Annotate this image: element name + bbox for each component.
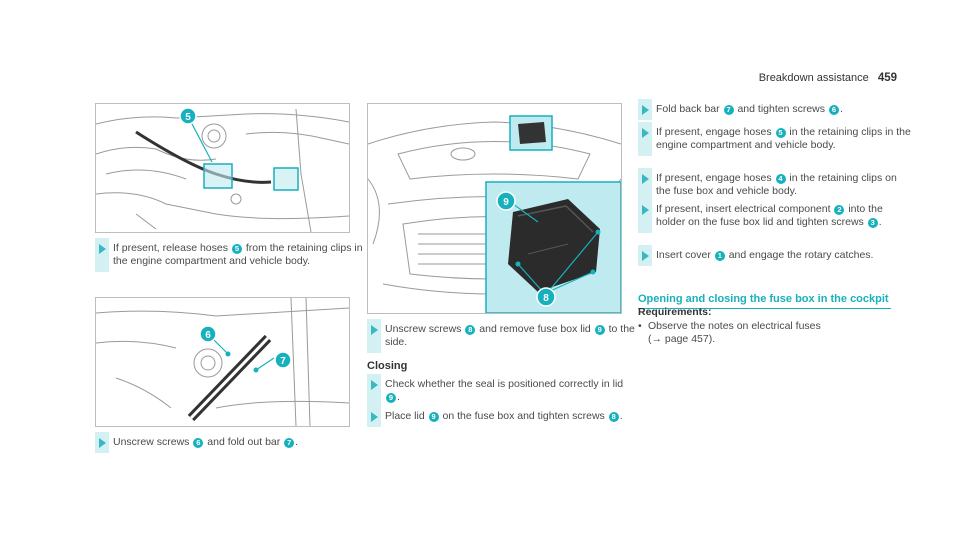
step-arrow-icon (642, 105, 649, 115)
callout-9-label: 9 (503, 197, 509, 208)
callout-badge: 4 (775, 174, 786, 184)
step-text: Unscrew screws (113, 436, 193, 448)
figure-bar: 6 7 (95, 297, 350, 427)
requirement-item: Observe the notes on electrical fuses (→… (638, 320, 821, 346)
step-place-lid: Place lid 9 on the fuse box and tighten … (367, 406, 638, 427)
step-arrow-icon (642, 174, 649, 184)
step-arrow-icon (642, 251, 649, 261)
step-insert-cover: Insert cover 1 and engage the rotary cat… (638, 245, 911, 266)
callout-8-icon (536, 287, 556, 307)
step-arrow-icon (99, 438, 106, 448)
step-insert-component: If present, insert electrical component … (638, 199, 911, 233)
step-arrow-icon (99, 244, 106, 254)
callout-5-icon (179, 107, 197, 125)
page-ref-link[interactable]: page 457). (662, 333, 716, 345)
page-ref-arrow: (→ (648, 333, 662, 345)
step-text: If present, insert electrical component (656, 203, 834, 215)
requirements-list: • Observe the notes on electrical fuses … (638, 320, 821, 346)
callout-badge: 5 (775, 128, 786, 138)
callout-badge: 9 (386, 393, 396, 403)
step-release-hoses: If present, release hoses 5 from the ret… (95, 238, 363, 272)
callout-9-icon (496, 191, 516, 211)
closing-heading: Closing (367, 360, 408, 372)
callout-badge: 8 (465, 325, 476, 335)
step-text: . (397, 391, 400, 403)
step-text: If present, engage hoses (656, 172, 775, 184)
callout-badge: 2 (834, 205, 845, 215)
step-text: If present, engage hoses (656, 126, 775, 138)
callout-badge: 6 (193, 438, 204, 448)
step-text: Insert cover (656, 249, 714, 261)
step-text: from the retaining clips in the engine c… (113, 242, 363, 267)
section-title: Opening and closing the fuse box in the … (638, 293, 891, 309)
figure-fuse-box: 9 8 (367, 103, 622, 314)
step-arrow-icon (642, 128, 649, 138)
callout-5-label: 5 (185, 112, 191, 123)
callout-badge: 1 (714, 251, 725, 261)
step-arrow-icon (371, 325, 378, 335)
bullet-icon: • (638, 320, 642, 332)
step-check-seal: Check whether the seal is positioned cor… (367, 374, 638, 408)
step-text: in the retaining clips on the fuse box a… (656, 172, 897, 197)
step-text: Place lid (385, 410, 428, 422)
callout-badge: 9 (428, 412, 439, 422)
callout-badge: 3 (867, 218, 878, 228)
callout-8-label: 8 (543, 293, 549, 304)
callout-7-label: 7 (280, 356, 286, 367)
callout-badge: 7 (284, 438, 295, 448)
callout-7-icon (274, 351, 292, 369)
step-text: Fold back bar (656, 103, 723, 115)
section-name: Breakdown assistance (758, 72, 869, 84)
step-unscrew-bar: Unscrew screws 6 and fold out bar 7. (95, 432, 363, 453)
requirements-label: Requirements: (638, 306, 712, 318)
step-text: to the side. (385, 323, 635, 348)
callout-badge: 8 (608, 412, 619, 422)
callout-6-label: 6 (205, 330, 211, 341)
requirement-text: Observe the notes on electrical fuses (648, 320, 821, 332)
callout-badge: 5 (231, 244, 242, 254)
step-text: and tighten screws (734, 103, 828, 115)
page-number: 459 (877, 72, 897, 84)
step-text: and engage the rotary catches. (725, 249, 874, 261)
step-remove-lid: Unscrew screws 8 and remove fuse box lid… (367, 319, 638, 353)
step-arrow-icon (642, 205, 649, 215)
step-text: . (839, 103, 843, 115)
step-text: and fold out bar (204, 436, 284, 448)
step-text: . (295, 436, 299, 448)
step-text: and remove fuse box lid (476, 323, 594, 335)
step-text: in the retaining clips in the engine com… (656, 126, 911, 151)
callout-badge: 9 (594, 325, 605, 335)
step-text: Unscrew screws (385, 323, 465, 335)
callout-6-icon (199, 325, 217, 343)
step-engage-hoses-4: If present, engage hoses 4 in the retain… (638, 168, 911, 202)
page-header: Breakdown assistance 459 (759, 72, 897, 84)
step-text: If present, release hoses (113, 242, 231, 254)
step-fold-back-bar: Fold back bar 7 and tighten screws 6. (638, 99, 911, 120)
step-arrow-icon (371, 412, 378, 422)
step-engage-hoses-5: If present, engage hoses 5 in the retain… (638, 122, 911, 156)
step-text: . (619, 410, 623, 422)
step-text: Check whether the seal is positioned cor… (385, 378, 624, 390)
callout-badge: 7 (723, 105, 734, 115)
step-text: . (878, 216, 882, 228)
step-text: into the holder on the fuse box lid and … (656, 203, 883, 228)
step-arrow-icon (371, 380, 378, 390)
figure-hoses: 5 (95, 103, 350, 233)
step-text: on the fuse box and tighten screws (439, 410, 608, 422)
callout-badge: 6 (828, 105, 839, 115)
